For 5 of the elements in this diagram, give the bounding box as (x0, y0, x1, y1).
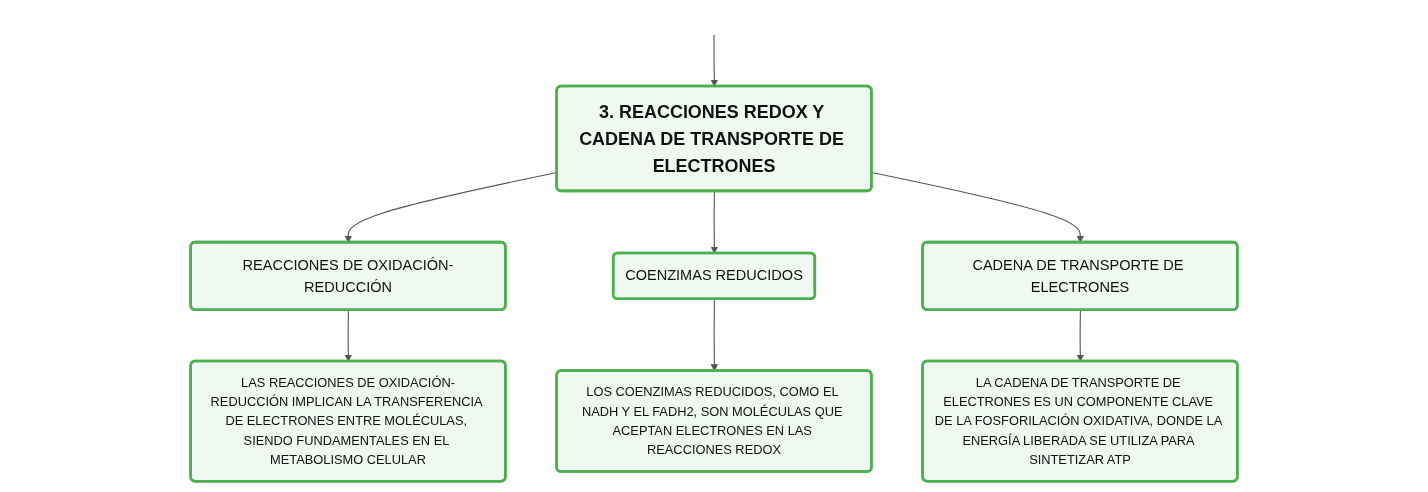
arrow (344, 309, 353, 362)
arrow (1076, 309, 1085, 362)
arrow (710, 190, 719, 254)
arrow (871, 171, 1085, 243)
arrow (710, 34, 719, 87)
